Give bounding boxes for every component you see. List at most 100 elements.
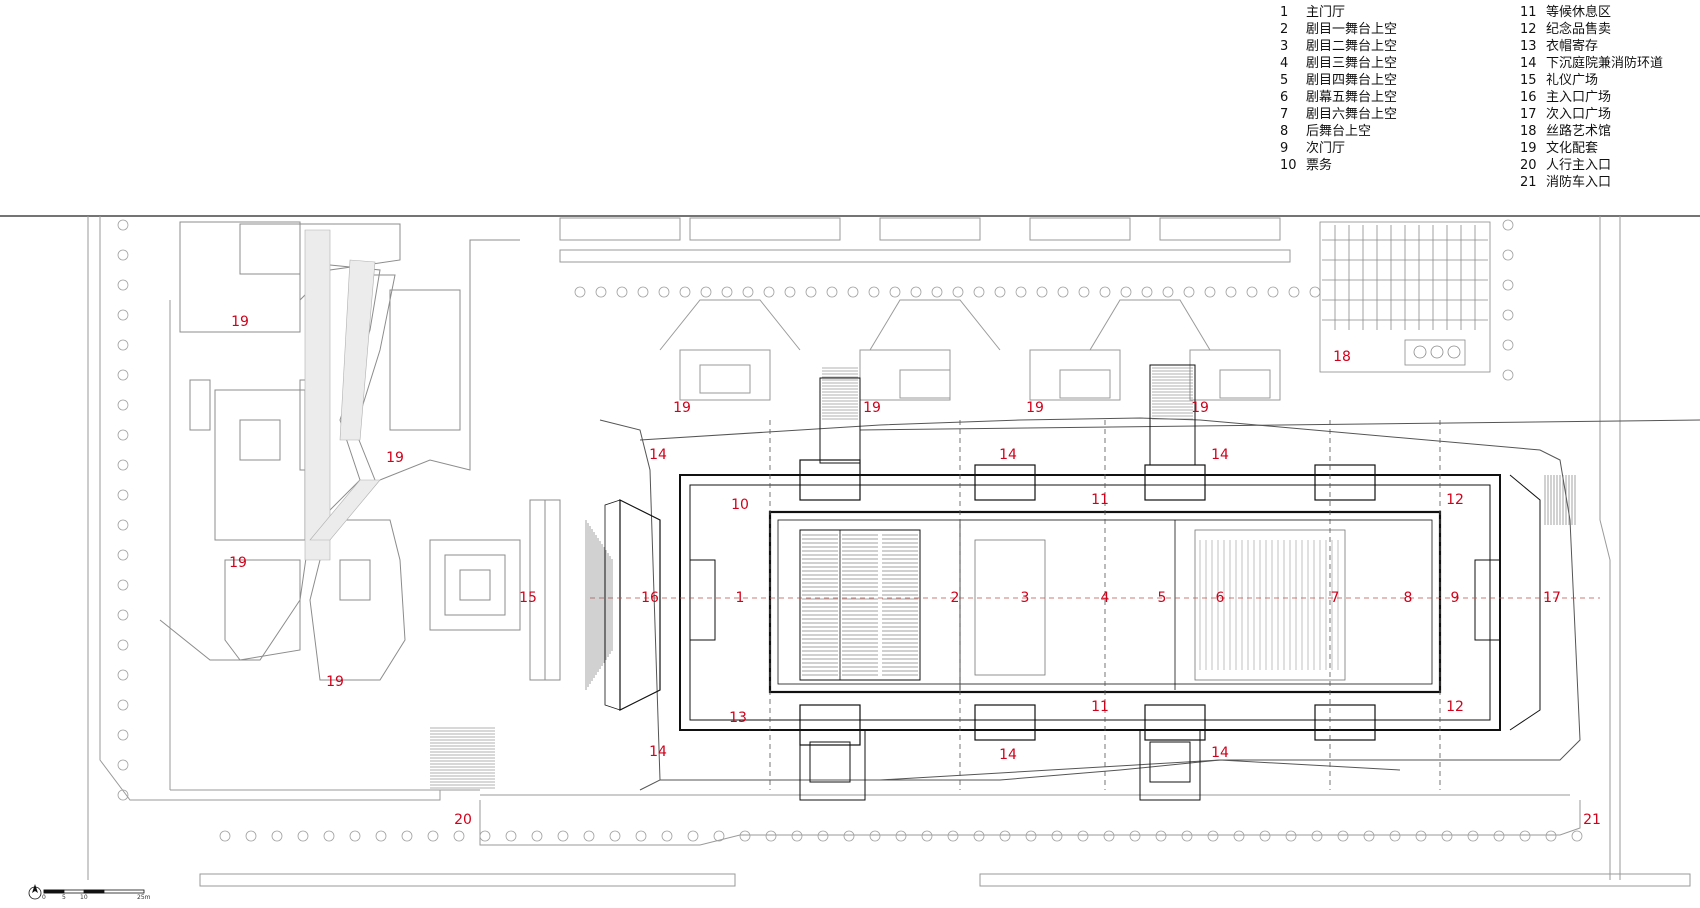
north-arrow-icon bbox=[28, 884, 42, 900]
sunken-courtyard bbox=[599, 417, 1700, 791]
plan-label: 12 bbox=[1446, 699, 1464, 715]
legend-text: 下沉庭院兼消防环道 bbox=[1546, 56, 1664, 71]
legend-number: 8 bbox=[1280, 124, 1289, 139]
legend-text: 次门厅 bbox=[1306, 141, 1346, 156]
legend-number: 7 bbox=[1280, 107, 1289, 122]
plan-label: 7 bbox=[1330, 590, 1340, 606]
legend-number: 19 bbox=[1520, 141, 1537, 156]
legend-number: 16 bbox=[1520, 90, 1537, 105]
plan-label: 14 bbox=[1211, 745, 1229, 761]
plan-label: 19 bbox=[863, 400, 881, 416]
legend-text: 纪念品售卖 bbox=[1546, 22, 1612, 37]
theater-building bbox=[604, 364, 1541, 801]
legend-text: 消防车入口 bbox=[1546, 175, 1612, 190]
legend-number: 1 bbox=[1280, 5, 1289, 20]
legend-text: 剧目三舞台上空 bbox=[1306, 56, 1398, 71]
legend-number: 21 bbox=[1520, 175, 1537, 190]
plan-label: 19 bbox=[1191, 400, 1209, 416]
legend-item: 17 次入口广场 bbox=[1520, 106, 1663, 123]
legend-item: 12 纪念品售卖 bbox=[1520, 21, 1663, 38]
legend-number: 14 bbox=[1520, 56, 1537, 71]
plan-label: 4 bbox=[1100, 590, 1110, 606]
legend-text: 主入口广场 bbox=[1546, 90, 1612, 105]
legend-text: 后舞台上空 bbox=[1306, 124, 1372, 139]
scale-tick-25m: 25m bbox=[137, 894, 151, 901]
legend-number: 18 bbox=[1520, 124, 1537, 139]
legend-item: 21 消防车入口 bbox=[1520, 174, 1663, 191]
legend-text: 票务 bbox=[1306, 158, 1333, 173]
legend-text: 文化配套 bbox=[1546, 141, 1599, 156]
legend-item: 6 剧幕五舞台上空 bbox=[1280, 89, 1397, 106]
scale-tick-10: 10 bbox=[80, 894, 88, 901]
plan-label: 17 bbox=[1543, 590, 1561, 606]
legend-text: 主门厅 bbox=[1306, 5, 1346, 20]
legend-number: 20 bbox=[1520, 158, 1537, 173]
north-buildings bbox=[559, 217, 1291, 401]
legend-text: 等候休息区 bbox=[1546, 5, 1612, 20]
scale-tick-5: 5 bbox=[62, 894, 66, 901]
legend-item: 2 剧目一舞台上空 bbox=[1280, 21, 1397, 38]
legend-number: 15 bbox=[1520, 73, 1537, 88]
legend-number: 2 bbox=[1280, 22, 1289, 37]
legend-number: 10 bbox=[1280, 158, 1297, 173]
plan-label: 12 bbox=[1446, 492, 1464, 508]
legend-number: 5 bbox=[1280, 73, 1289, 88]
legend-number: 6 bbox=[1280, 90, 1289, 105]
tree-rows bbox=[117, 219, 1583, 842]
scale-bar bbox=[43, 889, 145, 894]
legend-item: 1 主门厅 bbox=[1280, 4, 1397, 21]
legend-item: 10 票务 bbox=[1280, 157, 1397, 174]
legend-item: 14 下沉庭院兼消防环道 bbox=[1520, 55, 1663, 72]
legend-item: 20 人行主入口 bbox=[1520, 157, 1663, 174]
plan-label: 6 bbox=[1215, 590, 1225, 606]
legend-text: 剧幕五舞台上空 bbox=[1306, 90, 1398, 105]
plan-label: 15 bbox=[519, 590, 537, 606]
plan-label: 19 bbox=[1026, 400, 1044, 416]
legend-text: 剧目二舞台上空 bbox=[1306, 39, 1398, 54]
plan-label: 20 bbox=[454, 812, 472, 828]
plan-label: 11 bbox=[1091, 492, 1109, 508]
legend-text: 丝路艺术馆 bbox=[1546, 124, 1612, 139]
legend-item: 16 主入口广场 bbox=[1520, 89, 1663, 106]
plan-label: 16 bbox=[641, 590, 659, 606]
plan-label: 18 bbox=[1333, 349, 1351, 365]
legend-text: 人行主入口 bbox=[1546, 158, 1612, 173]
plan-label: 14 bbox=[1211, 447, 1229, 463]
plan-label: 14 bbox=[649, 447, 667, 463]
legend-text: 剧目一舞台上空 bbox=[1306, 22, 1398, 37]
plan-label: 19 bbox=[673, 400, 691, 416]
legend-number: 17 bbox=[1520, 107, 1537, 122]
legend-item: 9 次门厅 bbox=[1280, 140, 1397, 157]
plan-label: 14 bbox=[649, 744, 667, 760]
cultural-complex-left bbox=[159, 221, 561, 681]
plan-label: 19 bbox=[231, 314, 249, 330]
plan-label: 13 bbox=[729, 710, 747, 726]
plan-label: 9 bbox=[1450, 590, 1460, 606]
plan-label: 1 bbox=[735, 590, 745, 606]
legend-number: 12 bbox=[1520, 22, 1537, 37]
plan-label: 21 bbox=[1583, 812, 1601, 828]
legend-item: 19 文化配套 bbox=[1520, 140, 1663, 157]
plan-label: 19 bbox=[326, 674, 344, 690]
plan-label: 19 bbox=[386, 450, 404, 466]
legend-number: 9 bbox=[1280, 141, 1289, 156]
silk-road-art-museum bbox=[1319, 221, 1491, 373]
scale-tick-0: 0 bbox=[42, 894, 46, 901]
hatched-walkway bbox=[304, 229, 381, 561]
stairs bbox=[430, 367, 1576, 789]
plan-label: 19 bbox=[229, 555, 247, 571]
plan-label: 2 bbox=[950, 590, 960, 606]
legend-number: 13 bbox=[1520, 39, 1537, 54]
legend-text: 次入口广场 bbox=[1546, 107, 1612, 122]
plan-label: 5 bbox=[1157, 590, 1167, 606]
